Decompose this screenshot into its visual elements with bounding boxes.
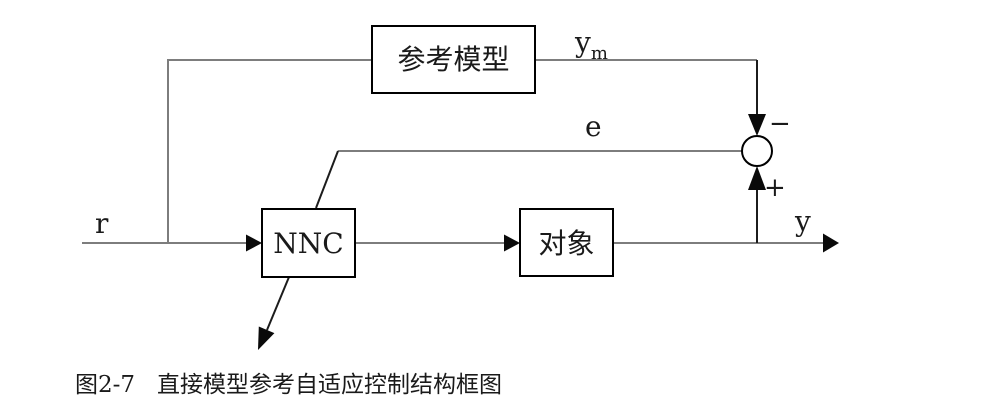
signal-labels: r ym e y − + [95,26,811,240]
blocks [261,25,773,278]
ym-label-subscript: m [591,43,608,64]
summing-junction-circle [741,135,773,167]
plant-box [519,208,614,277]
figure-caption-number: 图2-7 [75,372,135,398]
ym-label-main: y [574,26,591,59]
minus-sign-label: − [769,109,791,139]
connector-lines [82,59,825,244]
nnc-controller-label: NNC [273,227,343,260]
nnc-controller-box [261,208,356,278]
r-branch-to-reference-model-line [167,59,372,243]
figure-caption: 图2-7 直接模型参考自适应控制结构框图 [75,372,502,398]
arrowhead-into-nnc-icon [246,234,262,252]
input-r-label: r [95,207,109,240]
output-y-label: y [794,205,811,238]
arrowhead-plus-into-summer-icon [748,166,766,190]
block-labels: 参考模型 NNC 对象 [273,43,594,260]
figure-caption-title: 直接模型参考自适应控制结构框图 [157,372,502,398]
nnc-adaptation-diagonal-line [266,276,290,331]
error-to-nnc-diagonal-line [315,150,339,209]
plus-sign-label: + [764,173,786,203]
arrowhead-output-icon [823,233,839,253]
ym-label: ym [574,26,608,64]
arrowhead-adaptation-icon [258,326,275,350]
plant-label: 对象 [538,227,594,260]
arrowhead-into-plant-icon [504,234,520,252]
error-e-label: e [585,110,602,143]
reference-model-box [371,25,536,94]
arrowhead-minus-into-summer-icon [748,114,766,136]
reference-model-label: 参考模型 [397,43,509,76]
arrowheads [246,114,839,350]
dark-lines [266,60,758,331]
